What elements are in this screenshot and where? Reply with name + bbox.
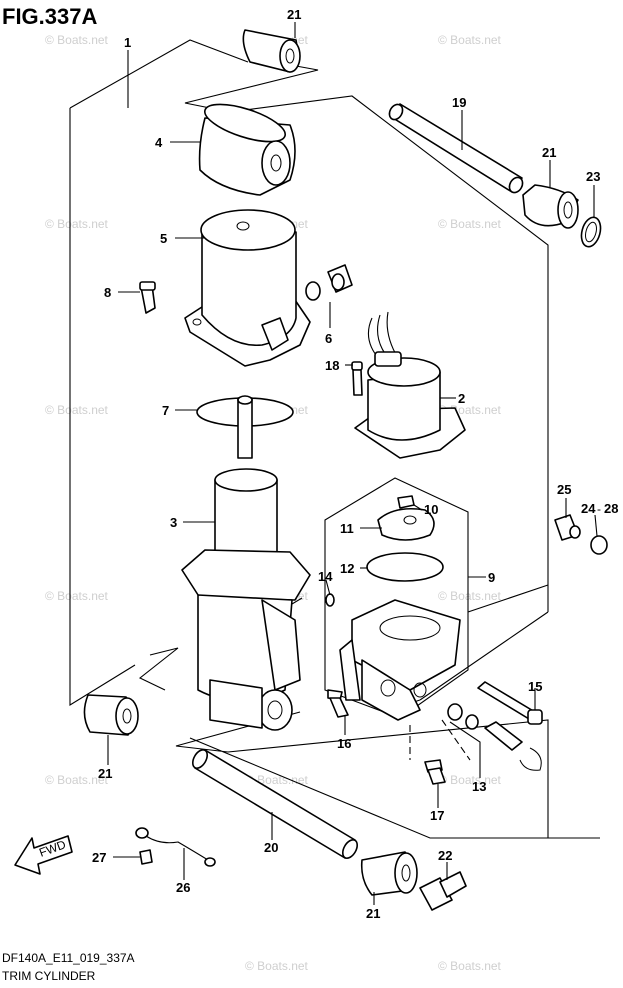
valve-block-9: [339, 599, 461, 721]
callout-15: 15: [528, 679, 542, 694]
bolt-18: [351, 361, 363, 396]
bolt-16: [327, 689, 349, 718]
callout-2: 2: [458, 391, 465, 406]
bolt-17: [409, 725, 446, 785]
callout-12: 12: [340, 561, 354, 576]
assembly-outline-lower: [69, 108, 549, 839]
watermark: © Boats.net: [438, 589, 502, 603]
callout-6: 6: [325, 331, 332, 346]
bushing-21-lower: [360, 851, 418, 896]
callout-11: 11: [340, 521, 354, 536]
watermark: © Boats.net: [45, 33, 109, 47]
callout-21d: 21: [366, 906, 380, 921]
callout-21b: 21: [542, 145, 556, 160]
callout-23: 23: [586, 169, 600, 184]
callout-9: 9: [488, 570, 495, 585]
bolt-27: [139, 849, 153, 865]
tube-19: [191, 749, 359, 859]
watermark: © Boats.net: [45, 589, 109, 603]
watermark: © Boats.net: [438, 217, 502, 231]
callout-25: 25: [557, 482, 571, 497]
trim-motor-2: [354, 311, 466, 459]
bolt-8: [139, 281, 156, 314]
valve-10: [397, 495, 415, 509]
cylinder-cap-4: [198, 103, 296, 196]
fitting-6: [305, 264, 353, 301]
callout-27: 27: [92, 850, 106, 865]
washer-24-28: [590, 535, 608, 555]
fwd-arrow: FWD: [14, 835, 73, 875]
watermark: © Boats.net: [245, 959, 309, 973]
subassembly-link: [467, 584, 549, 613]
callout-10: 10: [424, 502, 438, 517]
callout-8: 8: [104, 285, 111, 300]
pin-14: [325, 593, 335, 607]
leader-lines: [107, 22, 598, 905]
bolt-22: [419, 871, 467, 911]
callout-21c: 21: [98, 766, 112, 781]
watermark: © Boats.net: [438, 33, 502, 47]
bushing-21-right: [522, 184, 579, 229]
callout-14: 14: [318, 569, 333, 584]
callout-28: 28: [604, 501, 618, 516]
trim-cylinder-3: [181, 395, 311, 731]
watermark: © Boats.net: [438, 773, 502, 787]
callout-4: 4: [155, 135, 163, 150]
bushing-21-top: [242, 29, 301, 73]
callout-labels: 21 1 4 5 8 6 7 18 2 3 19 21 23 10 11 12 …: [92, 7, 618, 921]
callout-18: 18: [325, 358, 339, 373]
watermark: © Boats.net: [45, 773, 109, 787]
cap-11: [377, 507, 435, 541]
figure-title: FIG.337A: [2, 4, 97, 29]
callout-26: 26: [176, 880, 190, 895]
callout-17: 17: [430, 808, 444, 823]
figure-code: DF140A_E11_019_337A: [2, 951, 135, 965]
o-ring-12: [366, 552, 444, 582]
watermark: © Boats.net: [438, 959, 502, 973]
callout-3: 3: [170, 515, 177, 530]
callout-5: 5: [160, 231, 167, 246]
snap-ring-23: [580, 216, 602, 248]
callout-24: 24: [581, 501, 596, 516]
callout-22: 22: [438, 848, 452, 863]
callout-7: 7: [162, 403, 169, 418]
reservoir-5: [184, 209, 311, 367]
callout-13: 13: [472, 779, 486, 794]
callout-19: 20: [264, 840, 278, 855]
svg-text:-: -: [597, 502, 601, 516]
ground-wire-26: [135, 827, 216, 867]
callout-21a: 21: [287, 7, 301, 22]
watermark: © Boats.net: [45, 217, 109, 231]
callout-20: 19: [452, 95, 466, 110]
valve-set-13: [441, 703, 542, 771]
bushing-21-left: [83, 694, 139, 736]
callout-1: 1: [124, 35, 131, 50]
watermark: © Boats.net: [45, 403, 109, 417]
figure-caption: TRIM CYLINDER: [2, 969, 96, 983]
bolt-25: [554, 514, 581, 541]
subassembly-outline: [324, 477, 469, 719]
callout-16: 16: [337, 736, 351, 751]
rod-20: [388, 103, 524, 194]
